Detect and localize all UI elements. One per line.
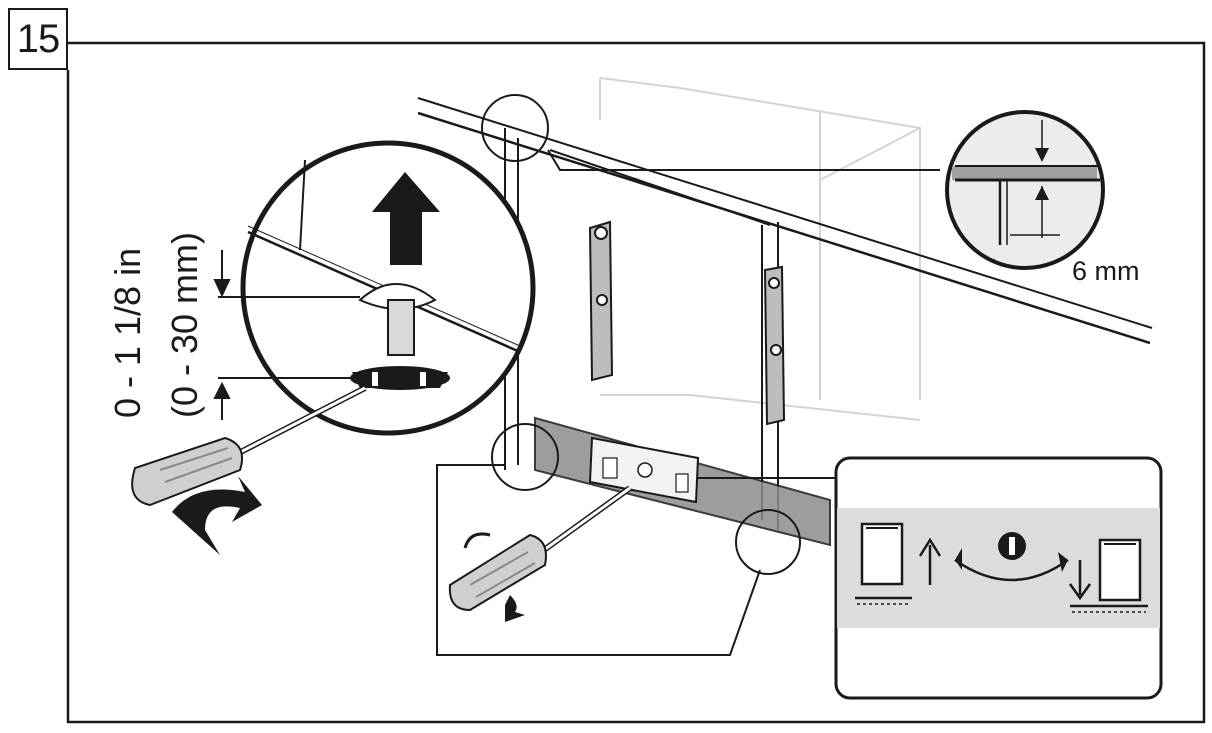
arrow-up-icon bbox=[372, 172, 440, 265]
mounting-bracket-left bbox=[588, 220, 614, 382]
range-mm-label: (0 - 30 mm) bbox=[164, 232, 205, 418]
zoom-outline-lower bbox=[436, 464, 761, 656]
foot-adjust-detail-circle bbox=[240, 140, 536, 436]
range-inches-label: 0 - 1 1/8 in bbox=[107, 248, 148, 418]
countertop bbox=[417, 97, 1153, 345]
gap-measurement-label: 6 mm bbox=[1072, 256, 1140, 286]
figure-frame bbox=[66, 41, 1206, 724]
screwdriver-left bbox=[131, 385, 367, 507]
mounting-bracket-right bbox=[763, 265, 786, 426]
callout-line-gap bbox=[547, 149, 940, 171]
cabinet-background bbox=[599, 77, 921, 421]
screwdriver-bottom bbox=[448, 485, 632, 622]
gap-detail-circle bbox=[945, 110, 1105, 270]
rotate-icon bbox=[172, 476, 262, 555]
adjust-rotate-icon bbox=[954, 532, 1069, 582]
raise-appliance-icon bbox=[918, 537, 942, 585]
step-number: 15 bbox=[8, 8, 68, 70]
lower-appliance-icon bbox=[1068, 560, 1092, 601]
adjustment-label-plate bbox=[588, 436, 700, 504]
range-dimension-lines bbox=[213, 250, 360, 420]
lowered-appliance-shape bbox=[1070, 538, 1148, 613]
detail-markers bbox=[481, 94, 801, 575]
